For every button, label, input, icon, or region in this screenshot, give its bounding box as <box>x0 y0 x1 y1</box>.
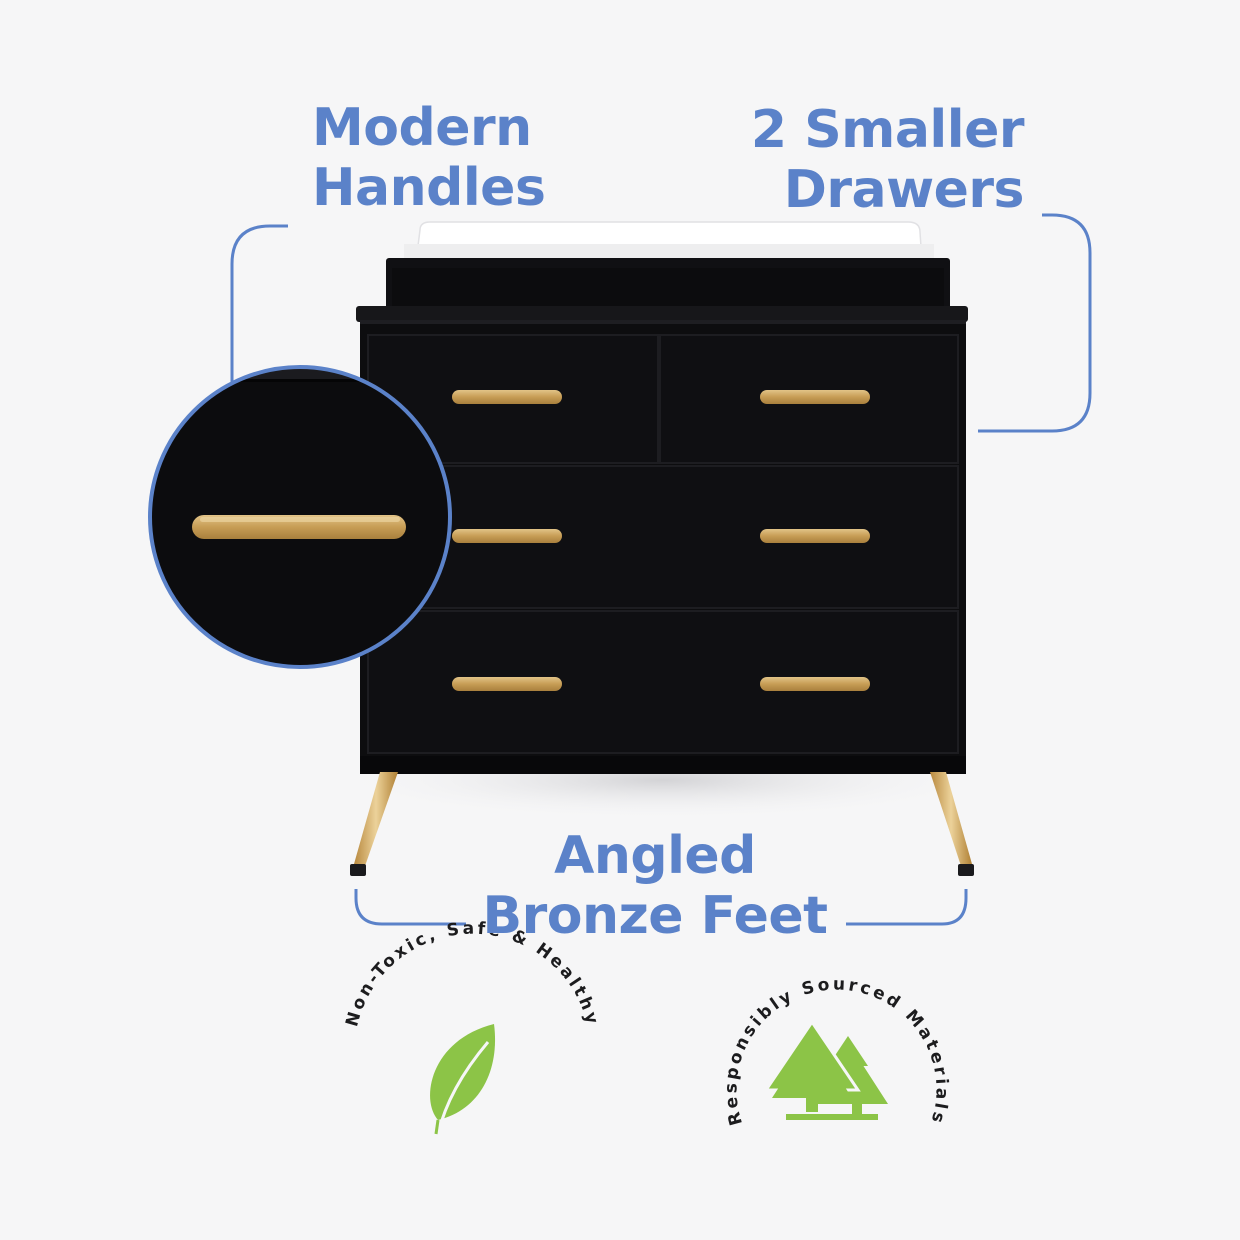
callout-feet-line1: Angled <box>554 826 756 886</box>
drawer-bottom <box>367 610 959 754</box>
callout-smaller-drawers: 2 Smaller Drawers <box>750 100 1025 220</box>
drawer-top-right <box>659 334 959 464</box>
callout-handles-line1: Modern <box>312 98 532 158</box>
leaf-icon <box>430 1024 496 1135</box>
callout-drawers-line1: 2 Smaller <box>750 100 1025 160</box>
callout-drawers-line2: Drawers <box>783 160 1025 220</box>
leg-right <box>930 772 972 866</box>
drawers-callout-line <box>978 213 1092 433</box>
drawer-handle <box>760 390 870 404</box>
callout-feet-line2: Bronze Feet <box>482 886 828 946</box>
feet-callout-line-right <box>846 889 968 926</box>
handles-callout-line <box>230 224 288 382</box>
callout-bronze-feet: Angled Bronze Feet <box>0 826 1240 946</box>
drawer-handle <box>452 529 562 543</box>
drawer-middle <box>367 465 959 609</box>
badge-sourced-label: Responsibly Sourced Materials <box>721 974 948 1127</box>
drawer-handle <box>760 529 870 543</box>
drawer-handle <box>452 390 562 404</box>
dresser <box>356 306 968 774</box>
badge-sourced-text: Responsibly Sourced Materials <box>721 974 951 1127</box>
callout-modern-handles: Modern Handles <box>312 98 546 218</box>
badge-non-toxic: Non-Toxic, Safe & Healthy <box>342 919 600 1135</box>
pine-trees-icon <box>763 1019 888 1120</box>
changing-pad <box>404 221 934 263</box>
leg-left <box>354 772 398 866</box>
drawer-handle <box>452 677 562 691</box>
angled-bronze-feet <box>350 772 974 876</box>
callout-handles-line2: Handles <box>312 158 546 218</box>
drawer-handle <box>760 677 870 691</box>
feet-callout-line-left <box>354 889 466 926</box>
handle-zoom-circle <box>148 365 452 669</box>
badge-sourced: Responsibly Sourced Materials <box>721 974 951 1127</box>
